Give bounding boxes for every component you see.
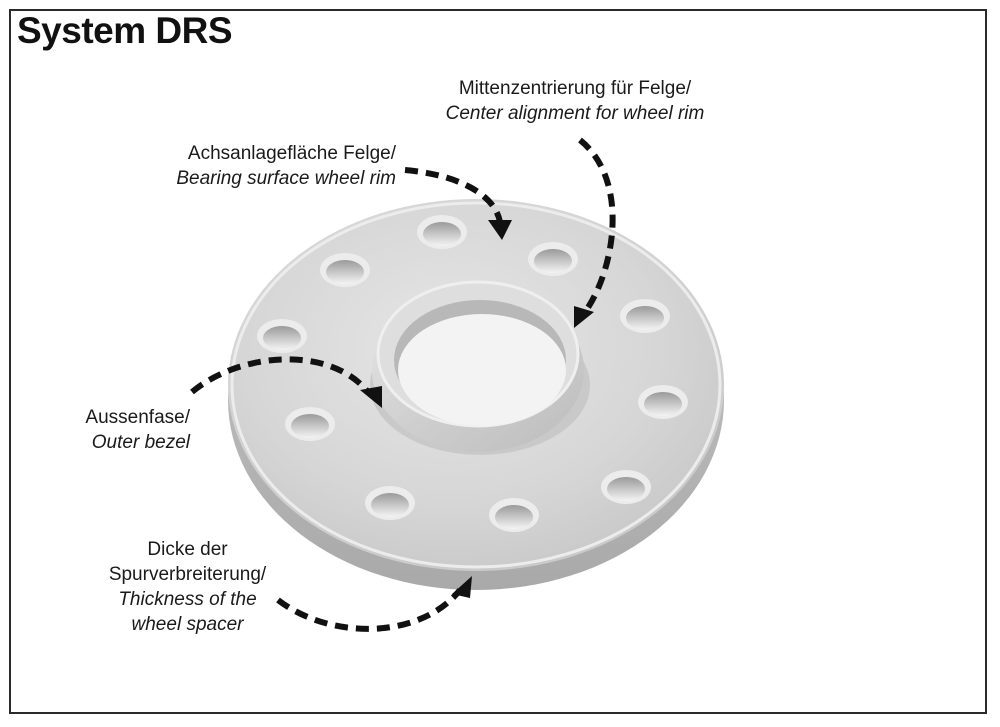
center-ring [370, 280, 590, 455]
bolt-hole [638, 385, 688, 419]
outer-bezel-arrow [190, 356, 371, 395]
label-thickness-de-1: Dicke der [147, 539, 228, 560]
bolt-hole [285, 407, 335, 441]
center-alignment-arrow-head [574, 306, 594, 328]
label-center-alignment-en: Center alignment for wheel rim [445, 103, 705, 124]
bearing-surface-arrow [404, 167, 503, 223]
thickness-arrow [276, 588, 463, 632]
label-outer-bezel: Aussenfase/ Outer bezel [40, 405, 190, 455]
label-thickness-de-2: Spurverbreiterung/ [108, 564, 267, 585]
label-bearing-surface: Achsanlagefläche Felge/ Bearing surface … [120, 141, 396, 191]
callout-arrows [190, 137, 616, 632]
label-center-alignment-de: Mittenzentrierung für Felge/ [458, 78, 692, 99]
label-center-alignment: Mittenzentrierung für Felge/ Center alig… [420, 76, 730, 126]
diagram-title: System DRS [17, 10, 233, 51]
label-outer-bezel-en: Outer bezel [91, 432, 190, 453]
bolt-hole [489, 498, 539, 532]
label-thickness-en-1: Thickness of the [118, 589, 257, 610]
bolt-holes [257, 215, 688, 532]
bolt-hole [620, 299, 670, 333]
outer-bezel-arrow-head [360, 386, 382, 408]
bolt-hole [417, 215, 467, 249]
label-outer-bezel-de: Aussenfase/ [85, 407, 190, 428]
label-thickness: Dicke der Spurverbreiterung/ Thickness o… [85, 537, 290, 637]
bolt-hole [365, 486, 415, 520]
thickness-arrow-head [452, 576, 472, 598]
arrow-heads [360, 220, 594, 598]
bolt-hole [320, 253, 370, 287]
bearing-surface-arrow-head [488, 220, 512, 240]
outer-bezel-highlight [230, 201, 722, 569]
bolt-hole [257, 319, 307, 353]
ring-bore [398, 314, 566, 426]
label-thickness-en-2: wheel spacer [131, 614, 244, 635]
bolt-hole [528, 242, 578, 276]
label-bearing-surface-de: Achsanlagefläche Felge/ [187, 143, 396, 164]
bolt-hole [601, 470, 651, 504]
label-bearing-surface-en: Bearing surface wheel rim [176, 168, 396, 189]
center-alignment-arrow [578, 137, 616, 314]
